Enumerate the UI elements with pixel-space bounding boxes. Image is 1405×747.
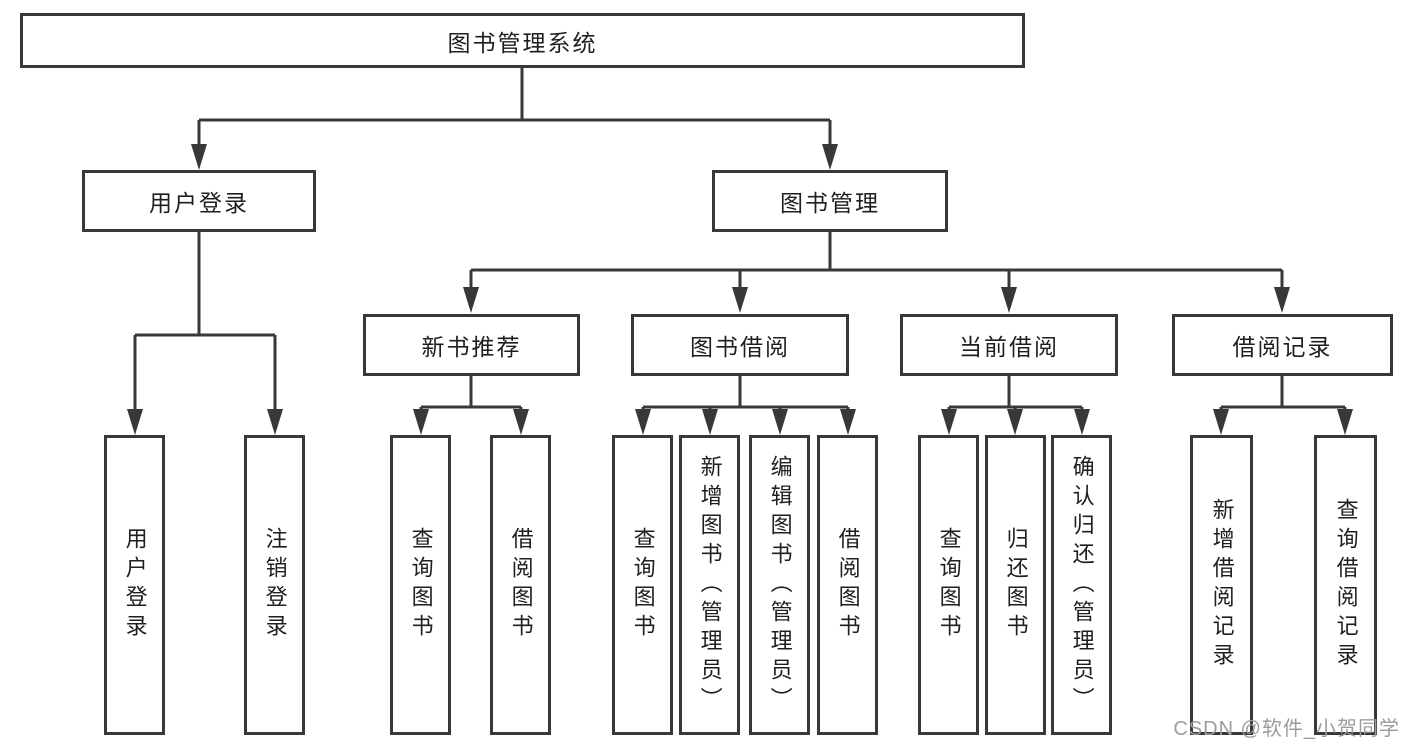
leaf-edit-books-admin: 编辑图书（管理员） <box>749 435 810 735</box>
arrowhead <box>127 409 143 435</box>
leaf-confirm-return-admin: 确认归还（管理员） <box>1051 435 1112 735</box>
arrowhead <box>840 409 856 435</box>
leaf-return-books: 归还图书 <box>985 435 1046 735</box>
connector-current-borrow-children <box>941 376 1090 435</box>
leaf-borrow-books-recommend-label: 借阅图书 <box>508 527 534 643</box>
connector-root-to-level2 <box>191 68 838 170</box>
leaf-logout-label: 注销登录 <box>262 527 288 643</box>
node-user-login: 用户登录 <box>82 170 316 232</box>
arrowhead <box>267 409 283 435</box>
arrowhead <box>513 409 529 435</box>
leaf-query-books-borrow-label: 查询图书 <box>630 527 656 643</box>
node-borrow-records: 借阅记录 <box>1172 314 1393 376</box>
arrowhead <box>463 287 479 313</box>
node-book-management-label: 图书管理 <box>780 190 880 216</box>
leaf-edit-books-admin-label: 编辑图书（管理员） <box>767 454 793 716</box>
leaf-query-books-current-label: 查询图书 <box>936 527 962 643</box>
arrowhead <box>1213 409 1229 435</box>
node-book-borrow-label: 图书借阅 <box>690 334 790 360</box>
leaf-add-borrow-record-label: 新增借阅记录 <box>1209 498 1235 672</box>
leaf-query-borrow-record: 查询借阅记录 <box>1314 435 1377 735</box>
leaf-borrow-books-recommend: 借阅图书 <box>490 435 551 735</box>
node-book-borrow: 图书借阅 <box>631 314 849 376</box>
leaf-return-books-label: 归还图书 <box>1003 527 1029 643</box>
leaf-query-books-borrow: 查询图书 <box>612 435 673 735</box>
arrowhead <box>635 409 651 435</box>
csdn-watermark: CSDN @软件_小贺同学 <box>1173 718 1400 740</box>
node-current-borrow-label: 当前借阅 <box>959 334 1059 360</box>
leaf-user-login-label: 用户登录 <box>122 527 148 643</box>
leaf-query-books-recommend-label: 查询图书 <box>408 527 434 643</box>
node-user-login-label: 用户登录 <box>149 190 249 216</box>
leaf-borrow-books: 借阅图书 <box>817 435 878 735</box>
connector-user-login-children <box>127 232 283 435</box>
node-book-management: 图书管理 <box>712 170 948 232</box>
node-new-book-recommend: 新书推荐 <box>363 314 580 376</box>
leaf-confirm-return-admin-label: 确认归还（管理员） <box>1069 454 1095 716</box>
connector-book-management-to-level3 <box>463 232 1290 313</box>
connector-new-book-recommend-children <box>413 376 529 435</box>
leaf-user-login: 用户登录 <box>104 435 165 735</box>
leaf-add-books-admin-label: 新增图书（管理员） <box>697 454 723 716</box>
leaf-add-borrow-record: 新增借阅记录 <box>1190 435 1253 735</box>
arrowhead <box>732 287 748 313</box>
arrowhead <box>413 409 429 435</box>
node-book-management-system-label: 图书管理系统 <box>447 29 598 56</box>
node-current-borrow: 当前借阅 <box>900 314 1118 376</box>
arrowhead <box>1007 409 1023 435</box>
arrowhead <box>772 409 788 435</box>
arrowhead <box>1001 287 1017 313</box>
arrowhead <box>191 144 207 170</box>
leaf-logout: 注销登录 <box>244 435 305 735</box>
arrowhead <box>822 144 838 170</box>
leaf-add-books-admin: 新增图书（管理员） <box>679 435 740 735</box>
leaf-query-books-recommend: 查询图书 <box>390 435 451 735</box>
arrowhead <box>1074 409 1090 435</box>
leaf-borrow-books-label: 借阅图书 <box>835 527 861 643</box>
node-new-book-recommend-label: 新书推荐 <box>421 334 522 360</box>
arrowhead <box>1337 409 1353 435</box>
connector-borrow-records-children <box>1213 376 1353 435</box>
node-borrow-records-label: 借阅记录 <box>1232 334 1333 360</box>
node-book-management-system: 图书管理系统 <box>20 13 1025 68</box>
arrowhead <box>702 409 718 435</box>
leaf-query-books-current: 查询图书 <box>918 435 979 735</box>
arrowhead <box>941 409 957 435</box>
arrowhead <box>1274 287 1290 313</box>
connector-book-borrow-children <box>635 376 856 435</box>
leaf-query-borrow-record-label: 查询借阅记录 <box>1333 498 1359 672</box>
